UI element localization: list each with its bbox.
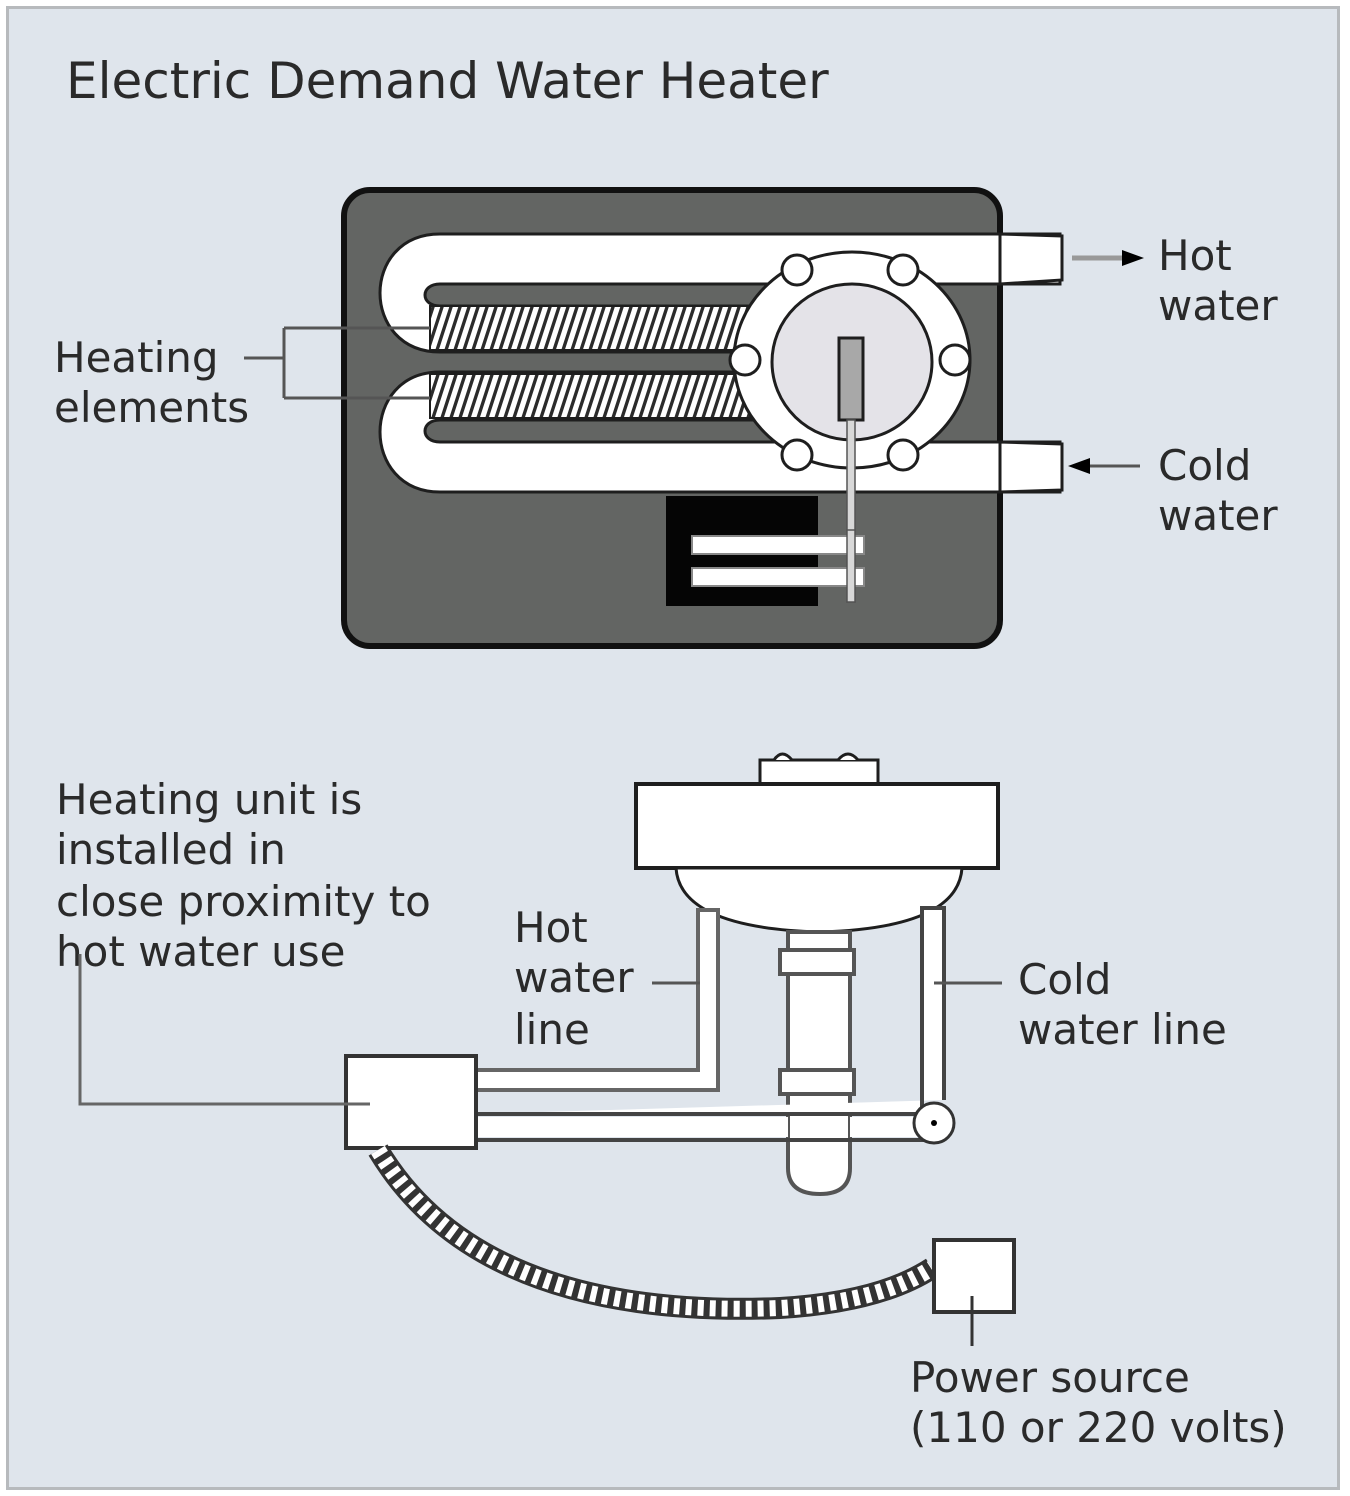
heating-unit-box: [344, 1054, 478, 1150]
flange: [728, 250, 972, 603]
svg-text:installed in: installed in: [56, 825, 286, 874]
power-source-callout: Power source (110 or 220 volts): [910, 1296, 1287, 1452]
flange-bolt: [886, 438, 920, 472]
arrow-head-icon: [1068, 458, 1090, 474]
flange-bolt: [780, 253, 814, 287]
svg-text:Hot: Hot: [514, 903, 588, 952]
heating-element-upper: [429, 305, 761, 351]
cold-water-line-callout: Cold water line: [934, 955, 1227, 1054]
flange-bolt: [780, 438, 814, 472]
cold-water-callout: Cold water: [1068, 441, 1278, 540]
svg-text:Cold: Cold: [1158, 441, 1251, 490]
flange-bolt: [938, 343, 972, 377]
svg-text:water: water: [1158, 281, 1278, 330]
terminal: [691, 567, 865, 587]
svg-text:water: water: [514, 953, 634, 1002]
svg-text:elements: elements: [54, 383, 249, 432]
svg-text:water line: water line: [1018, 1005, 1227, 1054]
drain-coupling: [778, 1068, 856, 1096]
cold-water-line: [476, 906, 946, 1142]
heater-unit: [341, 187, 1064, 649]
svg-text:Heating unit is: Heating unit is: [56, 775, 362, 824]
svg-text:(110 or 220 volts): (110 or 220 volts): [910, 1403, 1287, 1452]
svg-text:line: line: [514, 1005, 590, 1054]
temperature-sensor: [837, 336, 865, 422]
arrow-head-icon: [1122, 250, 1144, 266]
svg-text:Cold: Cold: [1018, 955, 1111, 1004]
hot-water-line-callout: Hot water line: [514, 903, 700, 1054]
leader-line: [244, 326, 430, 400]
heating-unit-callout: Heating unit is installed in close proxi…: [56, 775, 431, 1106]
heating-elements-callout: Heating elements: [54, 326, 430, 432]
sink-counter: [634, 782, 1000, 870]
svg-text:water: water: [1158, 491, 1278, 540]
diagram-title: Electric Demand Water Heater: [66, 52, 829, 110]
terminal: [691, 535, 865, 555]
faucet: [758, 758, 880, 788]
svg-text:hot water use: hot water use: [56, 927, 346, 976]
heating-element-lower: [429, 373, 761, 419]
cold-water-inlet: [998, 440, 1064, 494]
drain-pipe: [786, 930, 852, 1197]
hot-water-outlet: [998, 232, 1064, 286]
svg-text:Heating: Heating: [54, 333, 219, 382]
svg-text:close proximity to: close proximity to: [56, 877, 431, 926]
flange-bolt: [886, 253, 920, 287]
drain-coupling: [778, 948, 856, 976]
sink: [634, 752, 1000, 1197]
leader-line: [78, 954, 370, 1106]
flange-bolt: [728, 343, 762, 377]
svg-text:Hot: Hot: [1158, 231, 1232, 280]
hot-water-callout: Hot water: [1072, 231, 1278, 330]
power-source-box: [932, 1238, 1016, 1314]
svg-text:Power source: Power source: [910, 1353, 1190, 1402]
